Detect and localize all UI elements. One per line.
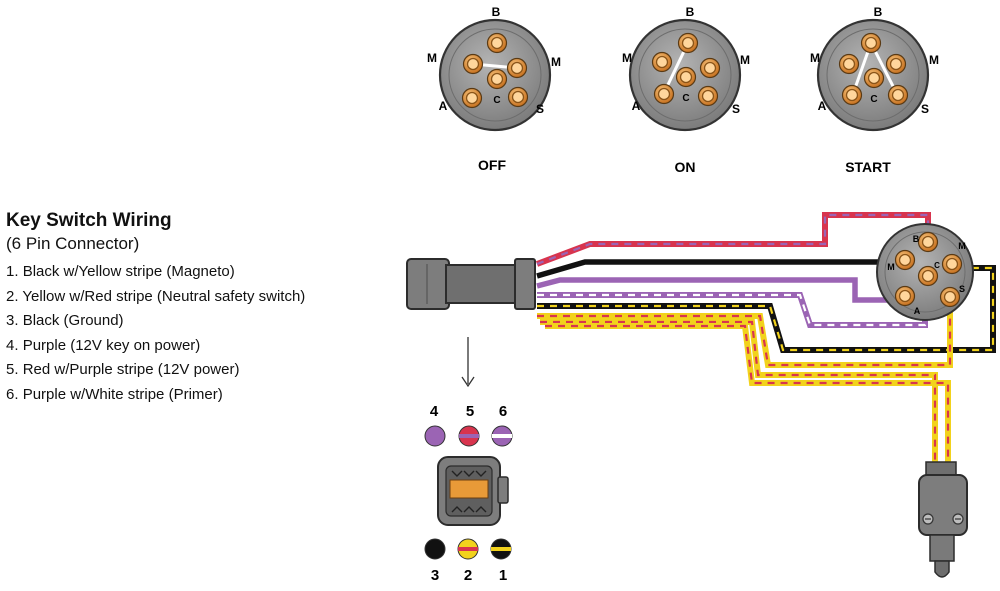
pin-5-red-purple-dot <box>458 425 480 447</box>
wire-description: Purple w/White stripe (Primer) <box>22 385 223 403</box>
wire-list-item: 4. Purple (12V key on power) <box>6 334 305 359</box>
harness-connector <box>406 258 536 310</box>
position-label-off: OFF <box>478 157 506 173</box>
pin-letter-s: S <box>732 102 740 116</box>
wire-red-purple <box>535 212 931 267</box>
pin-letter-b: B <box>913 234 920 244</box>
wire-number: 1. <box>6 263 19 280</box>
pin-letter-s: S <box>536 102 544 116</box>
pin-letter-a: A <box>914 306 921 316</box>
connector-face <box>437 456 509 526</box>
wire-list-item: 2. Yellow w/Red stripe (Neutral safety s… <box>6 285 305 310</box>
position-label-start: START <box>845 159 891 175</box>
wire-yellow-red-neutral <box>540 319 951 468</box>
wire-purple <box>536 277 905 303</box>
pin-letter-a: A <box>439 99 448 113</box>
wire-number: 2. <box>6 287 19 305</box>
wire-list: 1. Black w/Yellow stripe (Magneto) 2. Ye… <box>6 260 305 407</box>
switch-view-start: B M M A C S START <box>810 5 939 175</box>
wire-black-ground <box>536 259 895 279</box>
pin-letter-c: C <box>682 93 689 104</box>
wire-list-item: 1. Black w/Yellow stripe (Magneto) <box>6 260 305 285</box>
pin-letter-m-left: M <box>887 262 895 272</box>
pin-letter-a: A <box>818 99 827 113</box>
wire-list-item: 5. Red w/Purple stripe (12V power) <box>6 358 305 383</box>
pin-letter-b: B <box>492 5 501 19</box>
pin-2-yellow-red-dot <box>457 538 479 560</box>
wire-number: 6. <box>6 385 19 403</box>
pin-letter-c: C <box>934 261 940 270</box>
wire-description: Black (Ground) <box>22 312 124 329</box>
switch-view-off: B M M A C S OFF <box>427 5 561 173</box>
pin-letter-s: S <box>959 284 965 294</box>
connector-pinout: 4 5 6 <box>424 403 513 584</box>
pin-4-purple-dot <box>424 425 446 447</box>
pin-number-2: 2 <box>464 567 472 584</box>
pin-letter-m-right: M <box>551 55 561 69</box>
legend-subtitle: (6 Pin Connector) <box>6 234 140 253</box>
wire-black-yellow <box>537 265 996 353</box>
pin-1-black-yellow-dot <box>490 538 512 560</box>
ignition-switch-rear: B M M A C S <box>876 223 974 321</box>
wire-number: 4. <box>6 336 19 354</box>
pin-3-black-dot <box>424 538 446 560</box>
pin-letter-c: C <box>870 94 877 105</box>
pin-letter-a: A <box>632 99 641 113</box>
pin-letter-m-left: M <box>427 51 437 65</box>
pin-letter-m-right: M <box>929 53 939 67</box>
pin-letter-b: B <box>686 5 695 19</box>
wire-description: Yellow w/Red stripe (Neutral safety swit… <box>22 287 306 305</box>
legend-title: Key Switch Wiring <box>6 210 172 231</box>
pin-letter-m-left: M <box>622 51 632 65</box>
wiring-legend: Key Switch Wiring (6 Pin Connector) 1. B… <box>6 210 305 407</box>
pin-number-1: 1 <box>499 567 507 584</box>
pin-number-6: 6 <box>499 403 507 420</box>
pin-letter-c: C <box>493 95 500 106</box>
pin-6-purple-white-dot <box>491 425 513 447</box>
down-arrow-icon <box>461 337 475 388</box>
wire-number: 3. <box>6 312 19 329</box>
pin-letter-m-right: M <box>958 241 966 251</box>
wire-list-item: 3. Black (Ground) <box>6 309 305 334</box>
pin-number-5: 5 <box>466 403 474 420</box>
neutral-safety-switch <box>918 461 968 578</box>
pin-letter-m-right: M <box>740 53 750 67</box>
wire-description: Red w/Purple stripe (12V power) <box>22 361 240 378</box>
pin-letter-s: S <box>921 102 929 116</box>
position-label-on: ON <box>675 159 696 175</box>
wire-number: 5. <box>6 361 19 378</box>
switch-view-on: B M M A C S ON <box>622 5 750 175</box>
pin-number-4: 4 <box>430 403 439 420</box>
pin-number-3: 3 <box>431 567 439 584</box>
pin-letter-m-left: M <box>810 51 820 65</box>
pin-letter-b: B <box>874 5 883 19</box>
wire-description: Purple (12V key on power) <box>22 336 201 354</box>
wire-yellow-red <box>537 298 953 368</box>
wire-list-item: 6. Purple w/White stripe (Primer) <box>6 383 305 408</box>
wire-description: Black w/Yellow stripe (Magneto) <box>22 263 235 280</box>
